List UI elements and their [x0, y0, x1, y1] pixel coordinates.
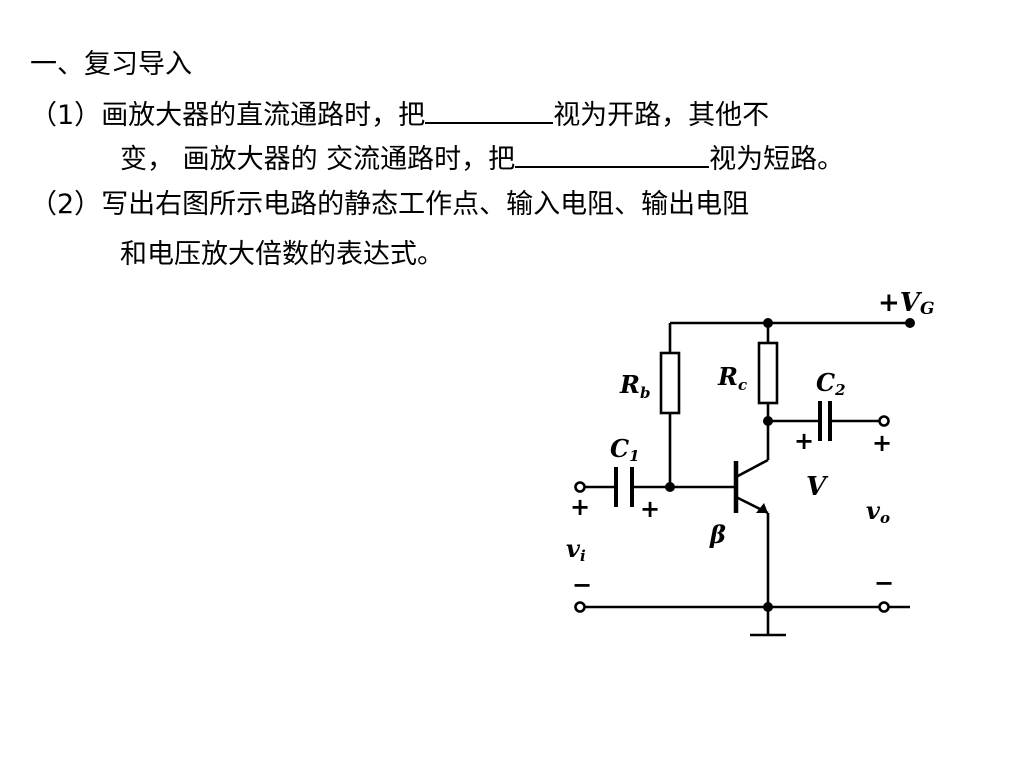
supply-label: +VG: [878, 288, 935, 319]
question-2-line-1: （2）写出右图所示电路的静态工作点、输入电阻、输出电阻: [30, 188, 749, 222]
question-1-number: （1）: [30, 100, 102, 131]
junction-dots: [665, 318, 915, 612]
output-voltage-label: vo: [866, 496, 890, 527]
input-minus-sign: −: [572, 571, 592, 599]
output-terminal: [878, 415, 890, 427]
input-ground-terminal: [574, 601, 586, 613]
capacitor-c2: [818, 401, 832, 441]
fill-blank-2[interactable]: [515, 140, 710, 168]
c2-plus-sign: +: [794, 427, 814, 455]
question-1-text-c: 变， 画放大器的 交流通路时，把: [120, 144, 516, 175]
fill-blank-1[interactable]: [425, 96, 554, 124]
heading: 一、复习导入: [30, 49, 192, 80]
input-plus-sign: +: [570, 493, 590, 521]
output-minus-sign: −: [874, 569, 894, 597]
output-ground-terminal: [878, 601, 890, 613]
amplifier-circuit-diagram: +VG Rb Rc C1 C2 V β vi vo + + + + − −: [566, 288, 935, 637]
beta-label: β: [709, 520, 726, 549]
input-terminal: [574, 481, 586, 493]
transistor-label: V: [806, 472, 829, 502]
rb-label: Rb: [619, 370, 650, 402]
question-2-number: （2）: [30, 189, 102, 220]
question-2-line-2: 和电压放大倍数的表达式。: [120, 239, 444, 270]
supply-terminal: [905, 318, 915, 328]
question-1-text-b: 视为开路，其他不: [553, 100, 770, 131]
c2-label: C2: [816, 368, 846, 399]
question-1-line-1: （1）画放大器的直流通路时，把 视为开路，其他不: [30, 96, 769, 133]
input-voltage-label: vi: [566, 534, 586, 565]
resistor-rb: [659, 351, 681, 415]
question-1-line-2: 变， 画放大器的 交流通路时，把 视为短路。: [120, 140, 844, 177]
open-terminals: [574, 415, 890, 613]
capacitor-c1: [614, 467, 634, 507]
c1-plus-sign: +: [640, 495, 660, 523]
emitter-arrow-icon: [756, 503, 768, 513]
resistor-rc: [757, 341, 779, 405]
output-plus-sign: +: [872, 429, 892, 457]
wires: [584, 321, 910, 637]
rc-label: Rc: [717, 362, 747, 394]
question-1-text-a: 画放大器的直流通路时，把: [101, 100, 426, 131]
question-1-text-d: 视为短路。: [709, 144, 845, 175]
c1-label: C1: [610, 434, 640, 465]
question-2-text-1: 写出右图所示电路的静态工作点、输入电阻、输出电阻: [101, 189, 750, 220]
